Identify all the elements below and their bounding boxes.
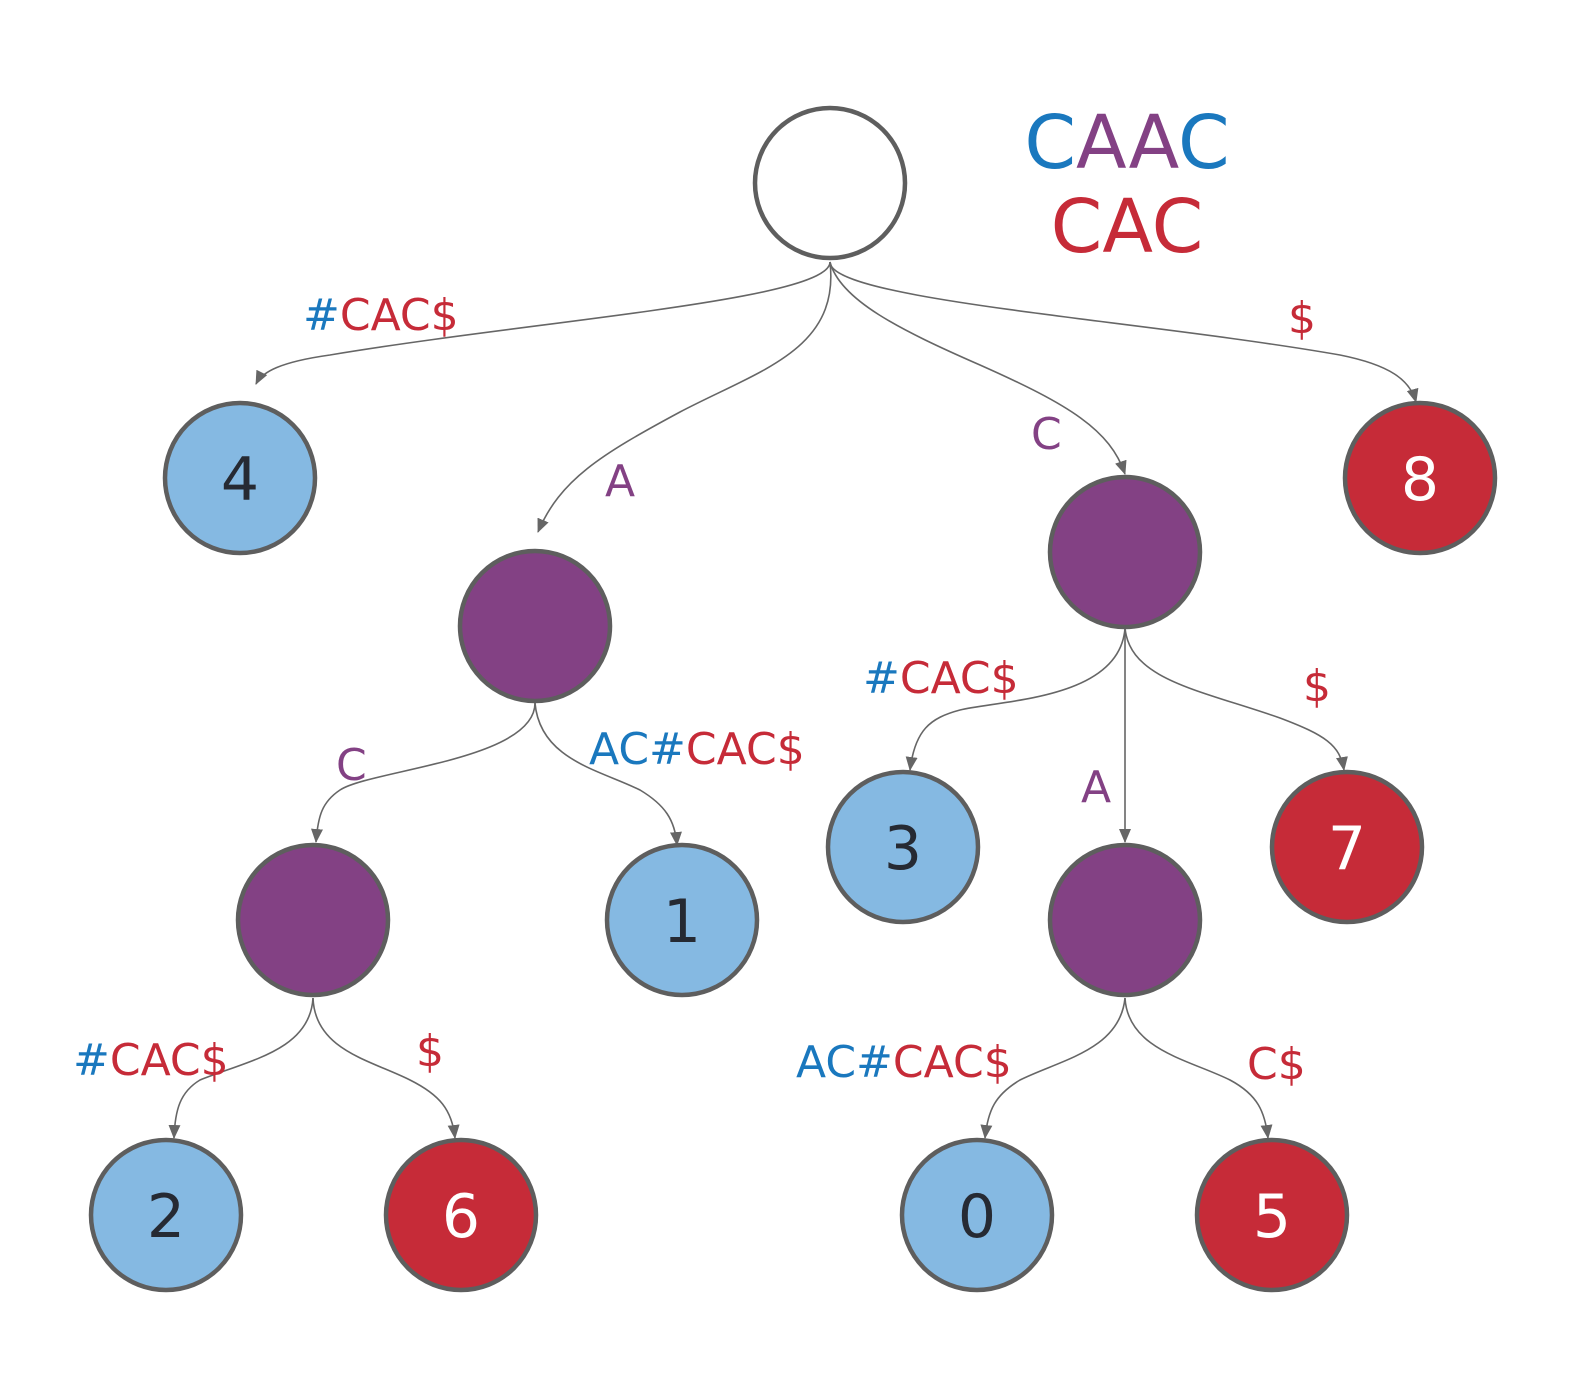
edge-label-segment: $ (416, 1026, 444, 1077)
edge-nAC-n2 (168, 997, 314, 1139)
edge-root-n4 (255, 261, 831, 385)
edge-label-segment: # (863, 653, 900, 704)
input-string-2: CAC (1051, 184, 1204, 270)
node-circle (899, 1137, 1055, 1293)
nodes-layer: 4 8 1 3 7 2 6 0 5 (88, 105, 1498, 1293)
node-label: 1 (663, 887, 701, 957)
edge-label-segment: C$ (1247, 1039, 1306, 1090)
tree-node-n8: 8 (1342, 400, 1498, 556)
node-circle (383, 1137, 539, 1293)
edge-nA-n1 (534, 702, 682, 846)
edge-label-segment: A (1081, 762, 1111, 813)
edge-label-nA-n1: AC#CAC$ (589, 724, 805, 775)
tree-node-root (752, 105, 908, 261)
edge-label-root-n4: #CAC$ (303, 290, 459, 341)
edge-label-root-n8: $ (1288, 293, 1316, 344)
tree-node-n7: 7 (1269, 769, 1425, 925)
edge-label-segment: # (303, 290, 340, 341)
node-label: 6 (442, 1182, 480, 1252)
edge-label-root-nC: C (1031, 409, 1062, 460)
node-circle (1269, 769, 1425, 925)
edge-nC-n3 (905, 627, 1126, 771)
tree-node-nAC (235, 842, 391, 998)
edge-label-segment: AC# (589, 724, 686, 775)
input-string-1: CAAC (1024, 100, 1229, 186)
edge-root-nA (537, 261, 832, 533)
edge-nAC-n6 (312, 997, 460, 1139)
node-circle (1194, 1137, 1350, 1293)
edge-label-nAC-n2: #CAC$ (73, 1035, 229, 1086)
edge-label-segment: CAC$ (686, 724, 805, 775)
edge-root-n8 (829, 261, 1419, 403)
edge-label-nCA-n0: AC#CAC$ (796, 1037, 1012, 1088)
node-circle (1342, 400, 1498, 556)
node-circle (235, 842, 391, 998)
node-label: 7 (1328, 814, 1366, 884)
string-segment: C (1024, 100, 1076, 186)
tree-node-n4: 4 (162, 400, 318, 556)
string-segment: AA (1076, 100, 1180, 186)
string-segment: C (1178, 100, 1230, 186)
node-circle (1047, 474, 1203, 630)
edge-nA-nAC (311, 702, 536, 843)
edge-nCA-n0 (980, 997, 1126, 1139)
edge-label-segment: $ (1288, 293, 1316, 344)
edge-label-segment: CAC$ (893, 1037, 1012, 1088)
edge-label-segment: C (336, 740, 367, 791)
node-label: 0 (958, 1182, 996, 1252)
node-circle (825, 769, 981, 925)
node-label: 2 (147, 1182, 185, 1252)
edge-root-nC (829, 261, 1127, 475)
node-circle (162, 400, 318, 556)
edge-nC-n7 (1124, 627, 1348, 771)
edge-label-nC-nCA: A (1081, 762, 1111, 813)
edge-label-nC-n3: #CAC$ (863, 653, 1019, 704)
edge-label-root-nA: A (605, 456, 635, 507)
node-circle (1047, 842, 1203, 998)
tree-node-n1: 1 (604, 842, 760, 998)
node-label: 5 (1253, 1182, 1291, 1252)
tree-node-nA (457, 548, 613, 704)
string-segment: CAC (1051, 184, 1204, 270)
edge-label-nA-nAC: C (336, 740, 367, 791)
node-circle (88, 1137, 244, 1293)
tree-node-nC (1047, 474, 1203, 630)
edges-layer (168, 261, 1419, 1139)
tree-node-n5: 5 (1194, 1137, 1350, 1293)
edge-label-segment: C (1031, 409, 1062, 460)
node-label: 3 (884, 814, 922, 884)
node-circle (457, 548, 613, 704)
edge-label-nCA-n5: C$ (1247, 1039, 1306, 1090)
edge-label-segment: $ (1303, 661, 1331, 712)
edge-label-segment: CAC$ (110, 1035, 229, 1086)
edge-label-segment: CAC$ (340, 290, 459, 341)
edge-label-nAC-n6: $ (416, 1026, 444, 1077)
tree-node-n2: 2 (88, 1137, 244, 1293)
node-label: 8 (1401, 445, 1439, 515)
node-circle (604, 842, 760, 998)
edge-label-segment: CAC$ (900, 653, 1019, 704)
edge-nCA-n5 (1124, 997, 1273, 1139)
node-label: 4 (221, 445, 259, 515)
edge-label-segment: A (605, 456, 635, 507)
tree-node-n0: 0 (899, 1137, 1055, 1293)
edge-label-nC-n7: $ (1303, 661, 1331, 712)
tree-node-n3: 3 (825, 769, 981, 925)
node-circle (752, 105, 908, 261)
tree-node-nCA (1047, 842, 1203, 998)
edge-label-segment: AC# (796, 1037, 893, 1088)
tree-node-n6: 6 (383, 1137, 539, 1293)
edge-label-segment: # (73, 1035, 110, 1086)
